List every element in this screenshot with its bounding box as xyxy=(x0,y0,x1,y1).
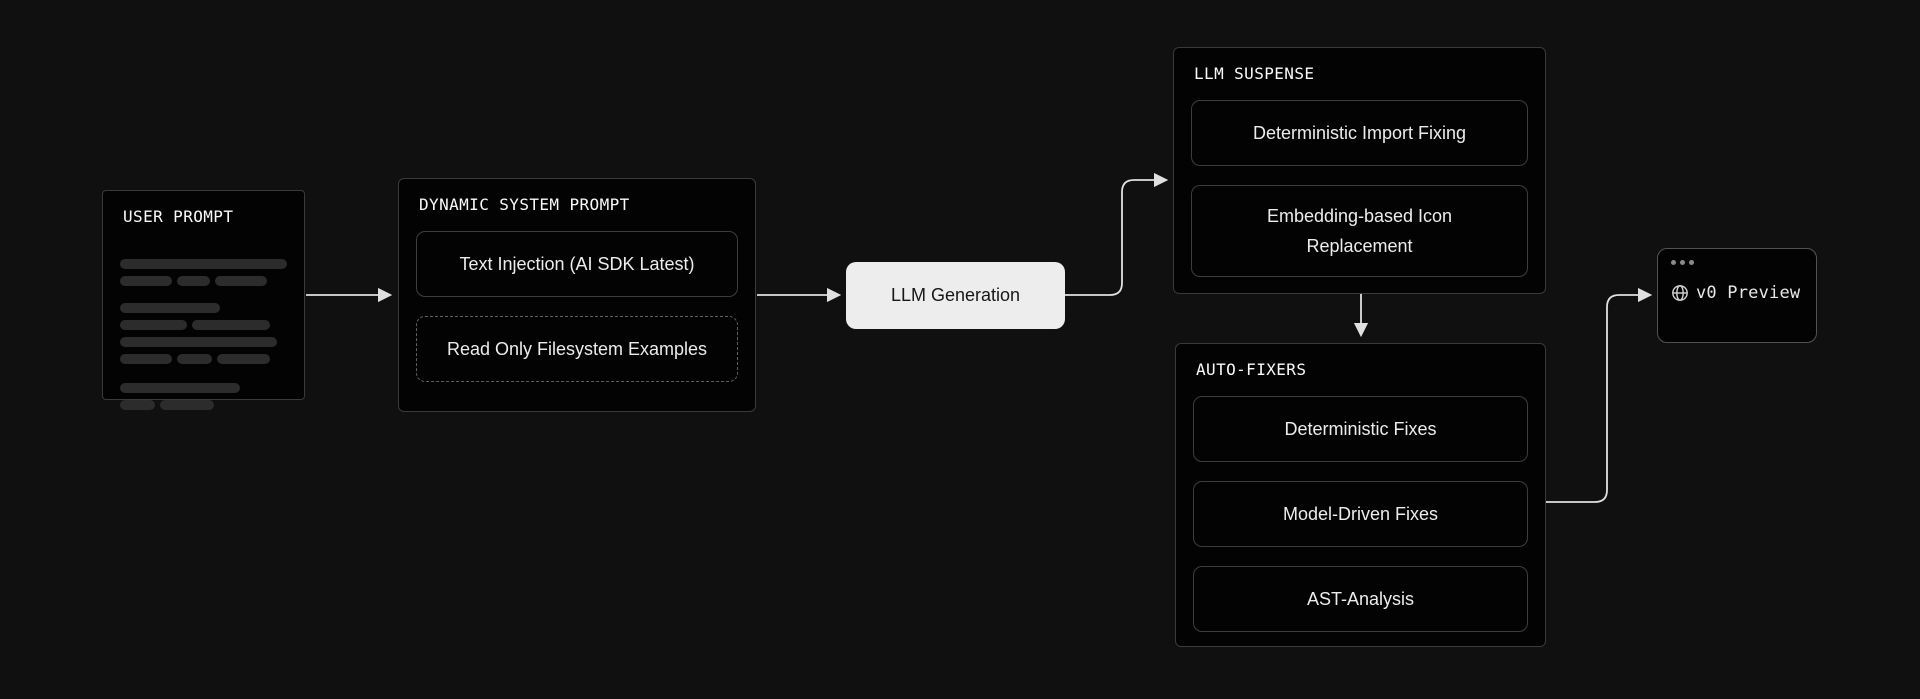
flow-step-deterministic-fixes: Deterministic Fixes xyxy=(1193,396,1528,462)
arrow-llm-generation-to-llm-suspense xyxy=(1065,172,1169,296)
flow-step-label: Text Injection (AI SDK Latest) xyxy=(459,254,695,274)
prompt-skeleton xyxy=(120,259,287,410)
skeleton-line xyxy=(176,276,211,286)
step-list: Text Injection (AI SDK Latest) Read Only… xyxy=(416,231,738,395)
skeleton-line xyxy=(191,320,271,330)
skeleton-line xyxy=(120,303,221,313)
llm-suspense-title: LLM SUSPENSE xyxy=(1194,64,1315,83)
skeleton-row xyxy=(120,276,287,286)
skeleton-line xyxy=(176,354,212,364)
auto-fixers-title: AUTO-FIXERS xyxy=(1196,360,1307,379)
skeleton-row xyxy=(120,303,287,313)
window-dot xyxy=(1671,260,1676,265)
step-list: Deterministic Import Fixing Embedding-ba… xyxy=(1191,100,1528,277)
node-llm-generation: LLM Generation xyxy=(846,262,1065,329)
window-dot xyxy=(1680,260,1685,265)
skeleton-row xyxy=(120,400,287,410)
skeleton-row xyxy=(120,320,287,330)
skeleton-line xyxy=(120,259,287,269)
flow-step-label: AST-Analysis xyxy=(1306,589,1415,609)
v0-preview-row: v0 Preview xyxy=(1671,283,1803,303)
dynamic-system-prompt-title: DYNAMIC SYSTEM PROMPT xyxy=(419,195,630,214)
node-v0-preview: v0 Preview xyxy=(1657,248,1817,343)
v0-preview-label: v0 Preview xyxy=(1696,283,1801,303)
skeleton-line xyxy=(215,276,267,286)
skeleton-line xyxy=(120,354,172,364)
flow-step-readonly-filesystem: Read Only Filesystem Examples xyxy=(416,316,738,382)
flow-step-text-injection: Text Injection (AI SDK Latest) xyxy=(416,231,738,297)
globe-icon xyxy=(1672,285,1688,301)
node-llm-suspense: LLM SUSPENSE Deterministic Import Fixing… xyxy=(1173,47,1546,294)
skeleton-row xyxy=(120,354,287,364)
node-auto-fixers: AUTO-FIXERS Deterministic Fixes Model-Dr… xyxy=(1175,343,1546,647)
skeleton-row xyxy=(120,337,287,347)
skeleton-line xyxy=(120,276,172,286)
skeleton-line xyxy=(120,383,241,393)
skeleton-line xyxy=(120,400,156,410)
skeleton-line xyxy=(120,337,277,347)
flow-step-model-driven-fixes: Model-Driven Fixes xyxy=(1193,481,1528,547)
llm-generation-label: LLM Generation xyxy=(890,285,1021,305)
skeleton-line xyxy=(120,320,187,330)
skeleton-row xyxy=(120,383,287,393)
user-prompt-title: USER PROMPT xyxy=(123,207,234,226)
window-dot xyxy=(1689,260,1694,265)
flow-step-deterministic-import-fixing: Deterministic Import Fixing xyxy=(1191,100,1528,166)
skeleton-line xyxy=(160,400,214,410)
skeleton-row xyxy=(120,259,287,269)
flow-step-ast-analysis: AST-Analysis xyxy=(1193,566,1528,632)
arrow-auto-fixers-to-v0-preview xyxy=(1546,287,1653,503)
flow-step-label: Embedding-based Icon Replacement xyxy=(1266,206,1453,256)
window-dots xyxy=(1671,260,1803,265)
skeleton-line xyxy=(216,354,271,364)
step-list: Deterministic Fixes Model-Driven Fixes A… xyxy=(1193,396,1528,632)
node-user-prompt: USER PROMPT xyxy=(102,190,305,410)
flow-step-label: Read Only Filesystem Examples xyxy=(446,339,708,359)
flow-step-label: Model-Driven Fixes xyxy=(1282,504,1439,524)
flow-step-label: Deterministic Fixes xyxy=(1284,419,1437,439)
flow-step-embedding-icon-replacement: Embedding-based Icon Replacement xyxy=(1191,185,1528,277)
flow-step-label: Deterministic Import Fixing xyxy=(1252,123,1467,143)
node-dynamic-system-prompt: DYNAMIC SYSTEM PROMPT Text Injection (AI… xyxy=(398,178,756,412)
